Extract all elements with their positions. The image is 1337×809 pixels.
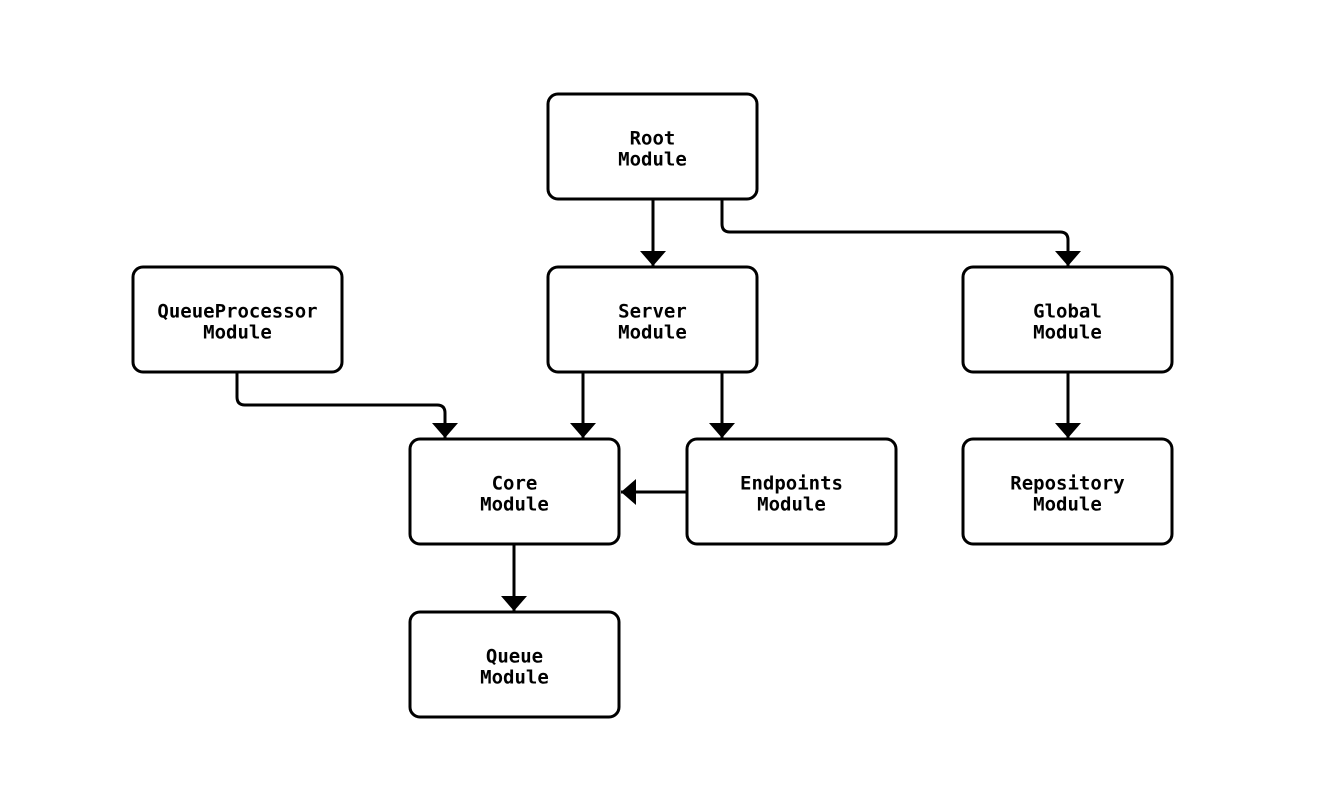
- node-repository-box: [961, 437, 1174, 546]
- node-endpoints-box: [685, 437, 898, 546]
- node-server-box: [546, 265, 759, 374]
- node-global-box: [961, 265, 1174, 374]
- node-root-box: [546, 92, 759, 201]
- node-core-box: [408, 437, 621, 546]
- edge-root-to-global: [720, 197, 1081, 266]
- edge-queueprocessor-to-core: [235, 372, 458, 438]
- node-queueprocessor-box: [131, 265, 344, 374]
- edges-layer: [235, 197, 1081, 611]
- node-queue-box: [408, 610, 621, 719]
